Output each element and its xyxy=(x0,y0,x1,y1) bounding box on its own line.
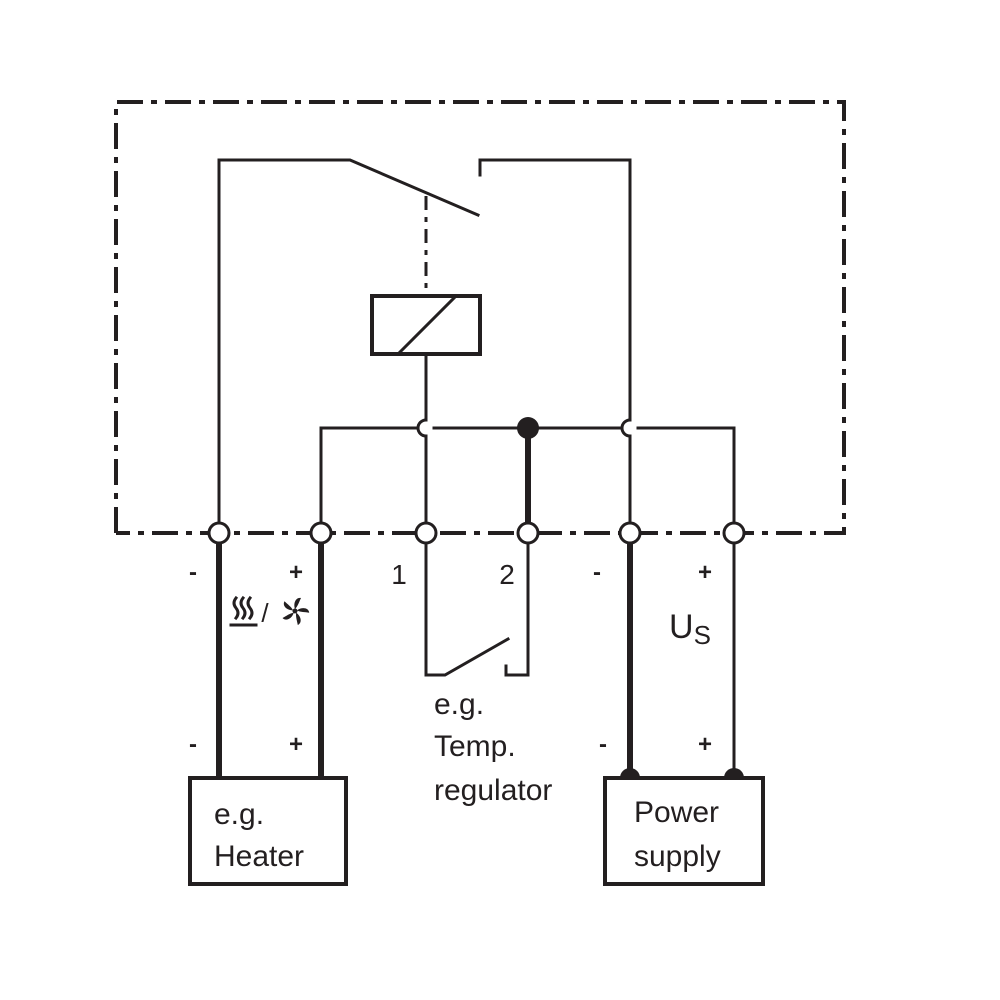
heater-symbol-icon xyxy=(229,595,258,627)
terminal-plus-supply[interactable] xyxy=(722,521,746,545)
heater-minus-label: - xyxy=(189,731,197,758)
heater-box: e.g. Heater xyxy=(188,776,348,886)
terminal-2[interactable] xyxy=(516,521,540,545)
terminal-label-minus-load: - xyxy=(189,559,197,586)
supply-minus-label: - xyxy=(599,731,607,758)
terminal-label-plus-load: + xyxy=(289,559,303,586)
terminal-label-2: 2 xyxy=(499,559,515,590)
terminal-1[interactable] xyxy=(414,521,438,545)
terminal-label-plus-supply: + xyxy=(698,559,712,586)
regulator-label-line1: e.g. xyxy=(434,688,484,721)
regulator-label-line2: Temp. xyxy=(434,730,516,763)
supply-voltage-main: U xyxy=(669,608,694,646)
heater-box-line1: e.g. xyxy=(214,798,264,831)
terminal-plus-load[interactable] xyxy=(309,521,333,545)
supply-plus-label: + xyxy=(698,731,712,758)
terminal-strip xyxy=(207,521,746,545)
terminal-minus-load[interactable] xyxy=(207,521,231,545)
fan-symbol-icon xyxy=(282,597,310,626)
load-symbol-separator: / xyxy=(261,598,269,628)
heater-box-line2: Heater xyxy=(214,840,304,873)
terminal-label-minus-supply: - xyxy=(593,559,601,586)
internal-bus xyxy=(319,417,736,535)
power-box-line2: supply xyxy=(634,840,721,873)
supply-voltage-sub: S xyxy=(694,620,711,650)
relay-coil xyxy=(370,293,482,535)
terminal-label-1: 1 xyxy=(391,559,407,590)
power-box-line1: Power xyxy=(634,796,719,829)
power-supply-wiring xyxy=(620,541,744,788)
terminal-minus-supply[interactable] xyxy=(618,521,642,545)
power-supply-box: Power supply xyxy=(603,776,765,886)
supply-voltage-label: US xyxy=(669,608,711,650)
bus-junction-node xyxy=(517,417,539,439)
device-enclosure xyxy=(114,100,846,535)
temp-regulator-switch xyxy=(424,541,530,677)
regulator-label-line3: regulator xyxy=(434,774,552,807)
heater-wiring xyxy=(216,543,324,778)
relay-contact xyxy=(217,158,632,535)
heater-plus-label: + xyxy=(289,731,303,758)
